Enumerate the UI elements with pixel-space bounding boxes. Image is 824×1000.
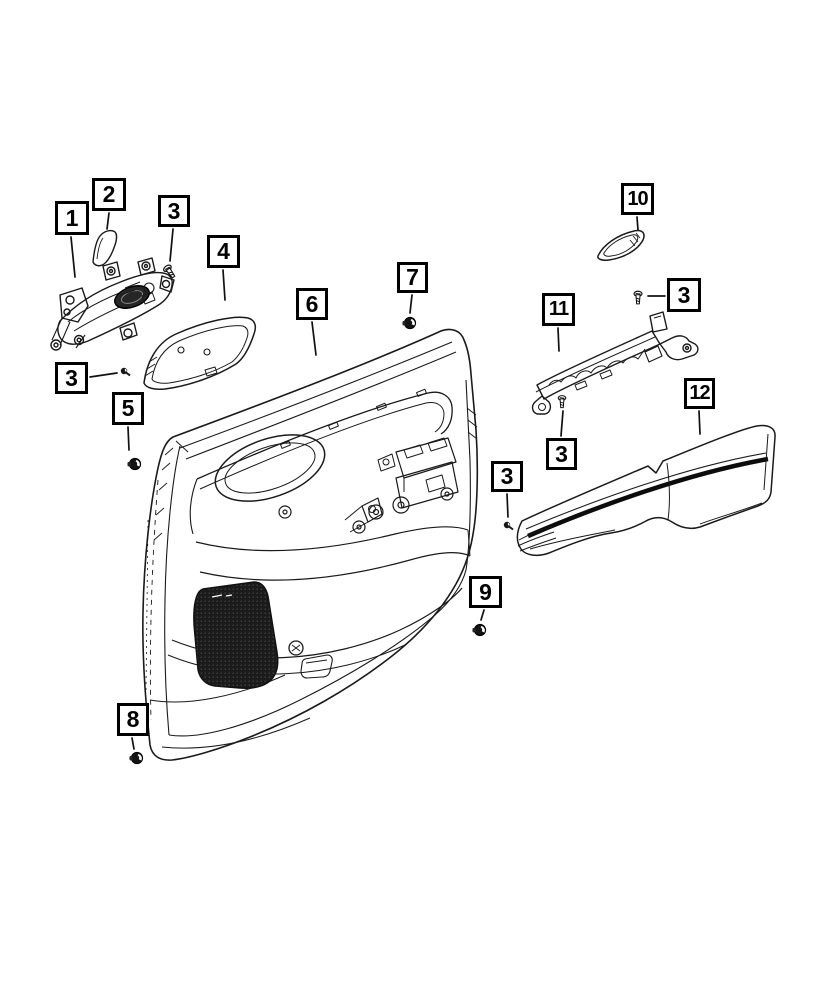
leader-line-callout-3a xyxy=(169,228,174,262)
leader-line-callout-6 xyxy=(311,321,317,356)
trim-cap-drawing xyxy=(92,229,118,267)
callout-3c[interactable]: 3 xyxy=(491,461,523,492)
callout-label: 4 xyxy=(217,238,230,264)
callout-label: 6 xyxy=(305,290,319,317)
callout-label: 3 xyxy=(167,197,181,224)
callout-label: 3 xyxy=(677,281,691,308)
leader-line-callout-10 xyxy=(636,216,639,231)
callout-3b[interactable]: 3 xyxy=(55,362,88,394)
leader-line-callout-1 xyxy=(70,236,76,278)
leader-line-callout-2 xyxy=(106,212,110,230)
callout-label: 3 xyxy=(555,440,568,467)
retainer-clip-icon xyxy=(472,623,487,637)
leader-line-callout-9 xyxy=(480,609,485,621)
leader-line-callout-3e xyxy=(560,410,564,437)
callout-12[interactable]: 12 xyxy=(684,378,715,409)
retainer-clip-icon xyxy=(127,457,142,471)
callout-10[interactable]: 10 xyxy=(621,183,654,215)
retainer-clip-icon xyxy=(129,751,144,765)
callout-label: 5 xyxy=(121,395,135,421)
door-trim-panel-drawing xyxy=(142,328,479,761)
callout-3a[interactable]: 3 xyxy=(158,195,190,227)
callout-label: 3 xyxy=(500,463,514,489)
screw-icon xyxy=(633,290,643,305)
callout-4[interactable]: 4 xyxy=(207,235,240,268)
leader-line-callout-3c xyxy=(506,493,509,518)
screw-icon xyxy=(119,366,131,377)
sail-panel-drawing xyxy=(143,316,257,390)
callout-9[interactable]: 9 xyxy=(469,576,502,608)
leader-line-callout-5 xyxy=(127,426,130,451)
callout-1[interactable]: 1 xyxy=(55,201,89,235)
callout-label: 12 xyxy=(689,382,710,404)
leader-line-callout-7 xyxy=(409,294,413,314)
callout-label: 7 xyxy=(406,264,419,290)
retainer-clip-icon xyxy=(402,316,417,330)
inside-handle-assembly-drawing xyxy=(50,257,175,351)
callout-label: 8 xyxy=(126,706,140,732)
leader-line-callout-3b xyxy=(89,372,118,378)
callout-label: 10 xyxy=(627,187,648,210)
callout-label: 1 xyxy=(65,204,79,231)
callout-6[interactable]: 6 xyxy=(296,288,328,320)
callout-11[interactable]: 11 xyxy=(542,293,575,326)
screw-icon xyxy=(502,520,514,531)
callout-2[interactable]: 2 xyxy=(92,178,126,211)
bezel-ring-drawing xyxy=(597,229,645,261)
leader-line-callout-8 xyxy=(131,737,135,750)
leader-lines xyxy=(70,212,701,750)
callout-label: 3 xyxy=(65,364,78,391)
leader-line-callout-4 xyxy=(222,269,226,301)
callout-7[interactable]: 7 xyxy=(397,262,428,293)
screw-icon xyxy=(557,395,567,409)
callout-5[interactable]: 5 xyxy=(112,392,144,425)
callout-label: 11 xyxy=(548,298,569,320)
switch-bezel-drawing xyxy=(531,311,699,415)
callout-3e[interactable]: 3 xyxy=(546,438,577,470)
leader-line-callout-11 xyxy=(557,327,560,352)
callout-label: 2 xyxy=(102,181,116,207)
leader-line-callout-12 xyxy=(698,410,701,435)
callout-label: 9 xyxy=(479,578,492,605)
callout-3d[interactable]: 3 xyxy=(667,278,701,312)
armrest-drawing xyxy=(516,424,776,557)
callout-8[interactable]: 8 xyxy=(117,703,149,736)
